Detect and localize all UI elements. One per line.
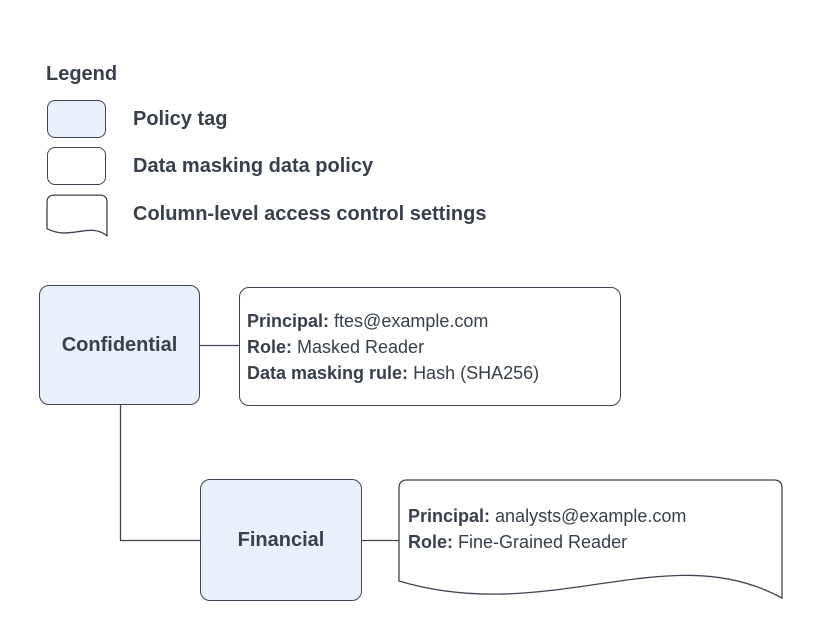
principal-label: Principal: [408,506,491,526]
masking-rule-value: Hash (SHA256) [413,362,540,383]
principal-value: ftes@example.com [334,310,489,331]
legend-item-label-access-settings: Column-level access control settings [133,203,487,225]
legend-title: Legend [46,63,118,85]
role-value: Masked Reader [297,336,425,357]
masking-policy-role-line: Role:Masked Reader [247,334,612,360]
node-financial-label: Financial [237,528,325,551]
principal-value: analysts@example.com [495,506,687,526]
principal-label: Principal: [247,310,330,331]
masking-policy-rule-line: Data masking rule:Hash (SHA256) [247,360,612,386]
node-confidential: Confidential [39,285,200,405]
connector-confidential-to-financial [119,405,200,542]
role-label: Role: [247,336,292,357]
document-swatch [46,194,108,238]
masking-rule-label: Data masking rule: [247,362,409,383]
node-financial: Financial [200,479,362,601]
policy-tag-swatch [47,100,106,138]
access-settings-role-line: Role:Fine-Grained Reader [408,529,686,555]
access-settings-document-shape [398,479,783,600]
legend-item-label-policy-tag: Policy tag [133,108,228,130]
masking-policy-box: Principal:ftes@example.com Role:Masked R… [239,287,621,406]
role-label: Role: [408,532,453,552]
legend-item-label-data-policy: Data masking data policy [133,155,374,177]
role-value: Fine-Grained Reader [458,532,628,552]
data-policy-swatch [47,147,106,185]
access-settings-text: Principal:analysts@example.com Role:Fine… [408,503,686,555]
access-settings-principal-line: Principal:analysts@example.com [408,503,686,529]
masking-policy-principal-line: Principal:ftes@example.com [247,308,612,334]
node-confidential-label: Confidential [61,333,178,356]
